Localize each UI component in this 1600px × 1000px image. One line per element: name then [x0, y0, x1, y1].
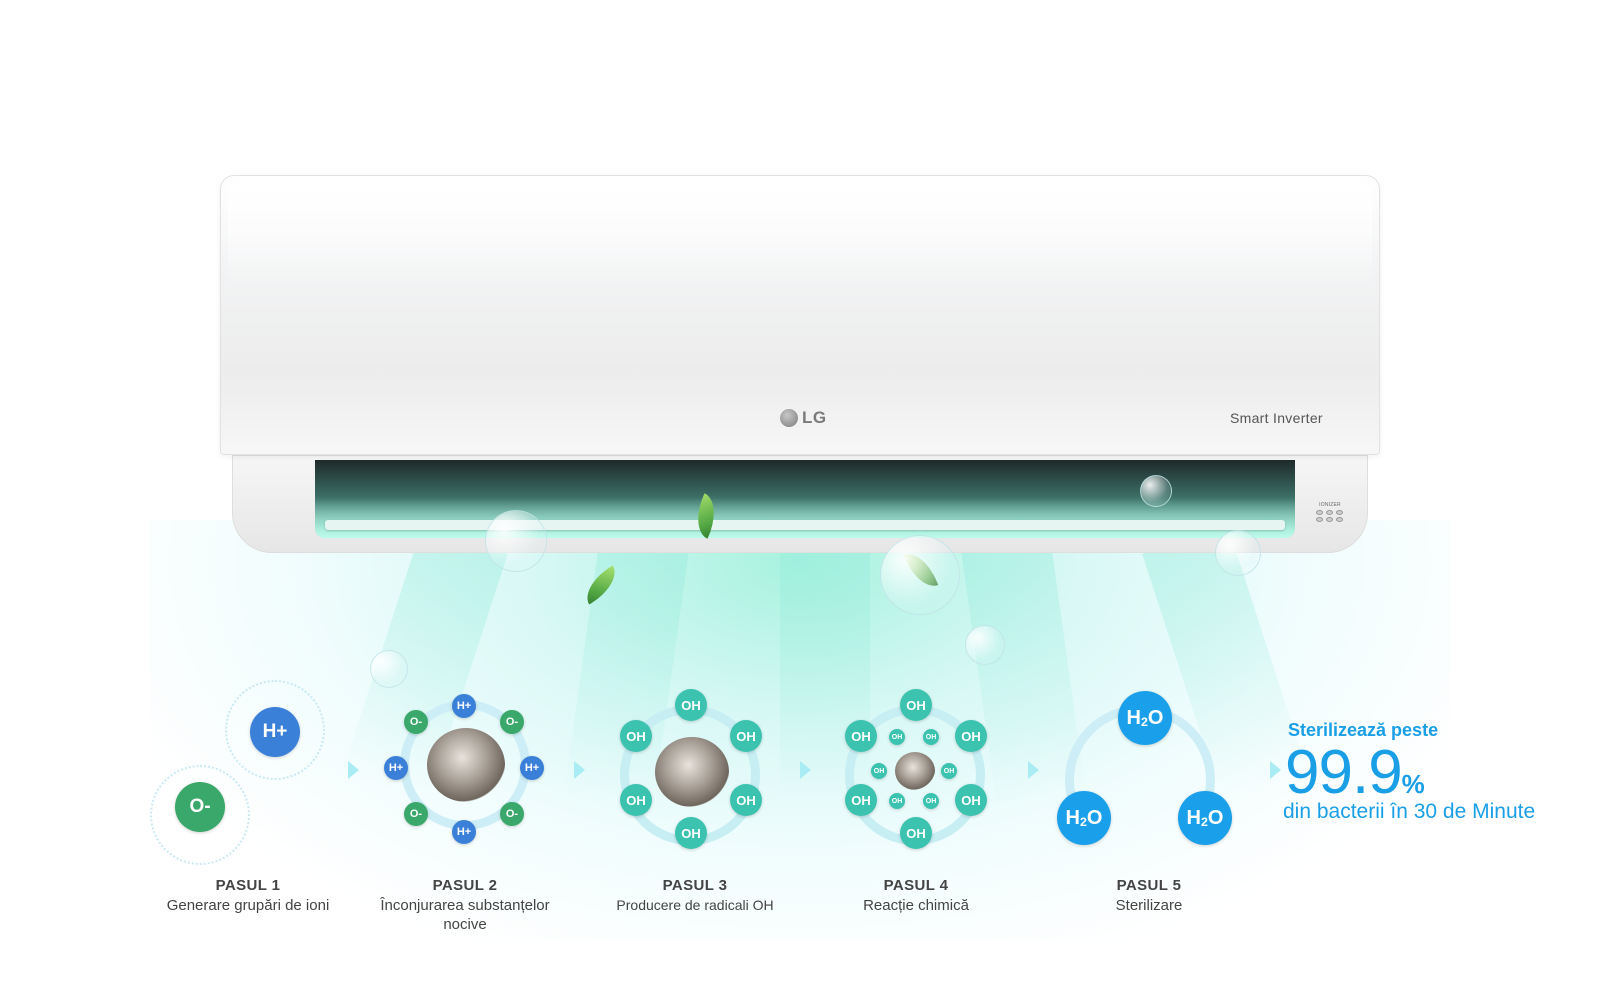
- step-arrow-icon: [574, 761, 585, 779]
- oh-radical-icon: OH: [845, 720, 877, 752]
- bubble-icon: [485, 510, 547, 572]
- oh-radical-small-icon: OH: [923, 729, 939, 745]
- harmful-substance-icon: [655, 737, 729, 807]
- oh-radical-icon: OH: [620, 784, 652, 816]
- step-arrow-icon: [348, 761, 359, 779]
- positive-ion-icon: H+: [520, 756, 544, 780]
- positive-ion-icon: H+: [250, 707, 300, 757]
- positive-ion-icon: H+: [452, 694, 476, 718]
- oh-radical-small-icon: OH: [889, 793, 905, 809]
- negative-ion-icon: O-: [175, 782, 225, 832]
- ionizer-label: IONIZER: [1319, 502, 1341, 508]
- step-4-label: PASUL 4 Reacție chimică: [796, 877, 1036, 915]
- lg-logo-icon: [780, 409, 798, 427]
- bubble-icon: [1215, 530, 1261, 576]
- oh-radical-small-icon: OH: [923, 793, 939, 809]
- step-description: Înconjurarea substanțelor nocive: [380, 897, 550, 933]
- positive-ion-icon: H+: [452, 820, 476, 844]
- brand-logo: LG: [780, 408, 827, 428]
- oh-radical-icon: OH: [675, 689, 707, 721]
- step-description: Reacție chimică: [863, 897, 969, 914]
- bubble-icon: [370, 650, 408, 688]
- claim-heading: Sterilizează peste: [1288, 720, 1439, 740]
- oh-radical-icon: OH: [900, 689, 932, 721]
- step-title: PASUL 1: [215, 877, 281, 894]
- step-description: Producere de radicali OH: [616, 897, 774, 913]
- step-arrow-icon: [1270, 761, 1281, 779]
- step-description: Generare grupări de ioni: [166, 897, 330, 914]
- oh-radical-icon: OH: [900, 817, 932, 849]
- negative-ion-icon: O-: [404, 802, 428, 826]
- claim-value: 99.9%: [1285, 738, 1425, 819]
- step-2-label: PASUL 2 Înconjurarea substanțelor nocive: [345, 877, 585, 934]
- claim-number: 99.9: [1285, 738, 1403, 807]
- oh-radical-icon: OH: [955, 720, 987, 752]
- step-1-label: PASUL 1 Generare grupări de ioni: [128, 877, 368, 915]
- bubble-icon: [880, 535, 960, 615]
- indicator-lights-icon: [1313, 510, 1347, 522]
- step-arrow-icon: [1028, 761, 1039, 779]
- harmful-substance-icon: [895, 752, 935, 790]
- step-3-label: PASUL 3 Producere de radicali OH: [575, 877, 815, 915]
- model-label: Smart Inverter: [1230, 410, 1323, 426]
- step-title: PASUL 2: [432, 877, 498, 894]
- oh-radical-icon: OH: [730, 720, 762, 752]
- ac-front-panel: [220, 175, 1380, 455]
- brand-logo-text: LG: [802, 408, 827, 427]
- ion-cluster-ring: [150, 765, 250, 865]
- negative-ion-icon: O-: [500, 802, 524, 826]
- ionizer-indicator: IONIZER: [1313, 502, 1347, 536]
- oh-radical-small-icon: OH: [889, 729, 905, 745]
- ion-cluster-ring: [225, 680, 325, 780]
- step-title: PASUL 4: [883, 877, 949, 894]
- oh-radical-icon: OH: [845, 784, 877, 816]
- harmful-substance-icon: [427, 728, 505, 802]
- step-title: PASUL 3: [662, 877, 728, 894]
- oh-radical-icon: OH: [675, 817, 707, 849]
- bubble-icon: [965, 625, 1005, 665]
- positive-ion-icon: H+: [384, 756, 408, 780]
- leaf-icon: [578, 565, 624, 605]
- bubble-icon: [1140, 475, 1172, 507]
- oh-radical-icon: OH: [955, 784, 987, 816]
- oh-radical-small-icon: OH: [871, 763, 887, 779]
- oh-radical-small-icon: OH: [941, 763, 957, 779]
- step-description: Sterilizare: [1115, 897, 1183, 914]
- oh-radical-icon: OH: [730, 784, 762, 816]
- step-title: PASUL 5: [1116, 877, 1182, 894]
- step-5-label: PASUL 5 Sterilizare: [1029, 877, 1269, 915]
- negative-ion-icon: O-: [500, 710, 524, 734]
- oh-radical-icon: OH: [620, 720, 652, 752]
- claim-unit: %: [1401, 769, 1425, 799]
- step-arrow-icon: [800, 761, 811, 779]
- negative-ion-icon: O-: [404, 710, 428, 734]
- ac-louver: [325, 520, 1285, 530]
- claim-subtext: din bacterii în 30 de Minute: [1283, 800, 1536, 823]
